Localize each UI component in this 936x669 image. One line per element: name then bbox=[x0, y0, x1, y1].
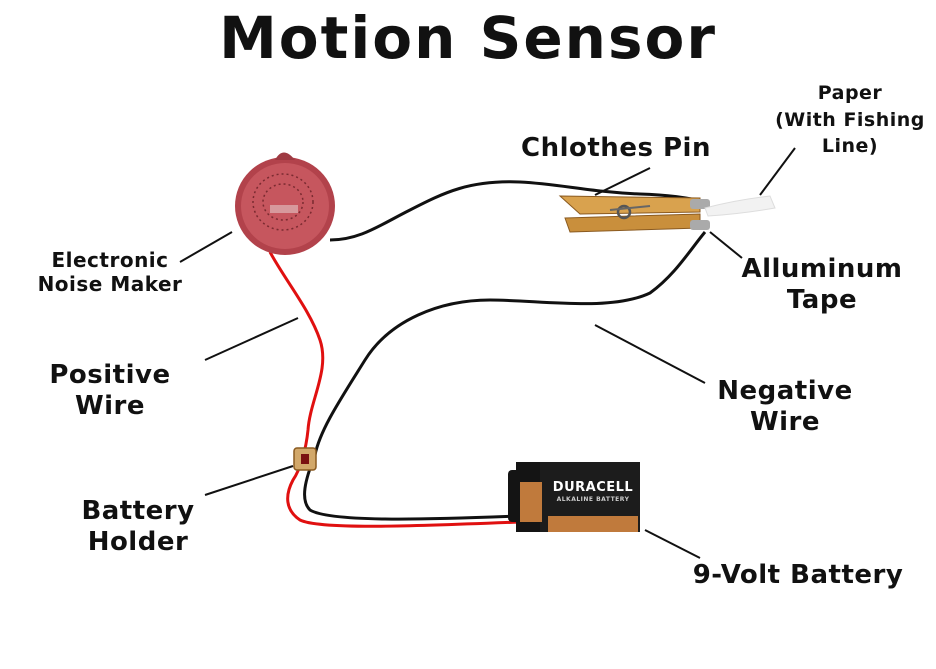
battery-brand: DURACELL bbox=[552, 480, 634, 495]
noise-maker bbox=[235, 152, 335, 255]
battery-subtext: ALKALINE BATTERY bbox=[556, 496, 630, 503]
label-paper-line-3: Line) bbox=[821, 135, 879, 158]
label-negative-wire: Negative Wire bbox=[680, 376, 890, 438]
label-noise-maker: Electronic Noise Maker bbox=[10, 248, 210, 296]
battery-holder bbox=[293, 447, 317, 471]
label-negative-wire-line-2: Wire bbox=[749, 407, 821, 438]
label-battery-holder: Battery Holder bbox=[48, 496, 228, 558]
clothes-pin bbox=[558, 195, 710, 233]
label-paper-line-1: Paper bbox=[817, 82, 883, 104]
label-aluminum-tape: Alluminum Tape bbox=[712, 254, 932, 316]
label-positive-wire-line-1: Positive bbox=[49, 360, 171, 390]
label-battery-holder-line-2: Holder bbox=[87, 527, 189, 558]
positive-wire bbox=[268, 251, 521, 528]
label-noise-maker-line-2: Noise Maker bbox=[37, 272, 183, 296]
label-aluminum-tape-line-1: Alluminum bbox=[741, 254, 903, 284]
nine-volt-battery bbox=[508, 462, 640, 532]
pointer-lines bbox=[179, 147, 796, 559]
label-paper: Paper (With Fishing Line) bbox=[750, 80, 936, 160]
negative-wire-top bbox=[329, 180, 706, 242]
label-positive-wire-line-2: Wire bbox=[74, 391, 146, 422]
label-battery-holder-line-1: Battery bbox=[81, 496, 195, 526]
label-positive-wire: Positive Wire bbox=[20, 360, 200, 422]
negative-wire-long bbox=[303, 231, 707, 521]
label-paper-line-2: (With Fishing bbox=[775, 108, 925, 131]
label-aluminum-tape-line-2: Tape bbox=[786, 285, 858, 316]
label-battery: 9-Volt Battery bbox=[692, 560, 904, 590]
label-noise-maker-line-1: Electronic bbox=[51, 248, 169, 272]
label-negative-wire-line-1: Negative bbox=[717, 376, 853, 406]
paper-strip bbox=[704, 195, 776, 217]
diagram-title: Motion Sensor bbox=[219, 4, 717, 72]
label-clothes-pin: Chlothes Pin bbox=[521, 133, 711, 163]
